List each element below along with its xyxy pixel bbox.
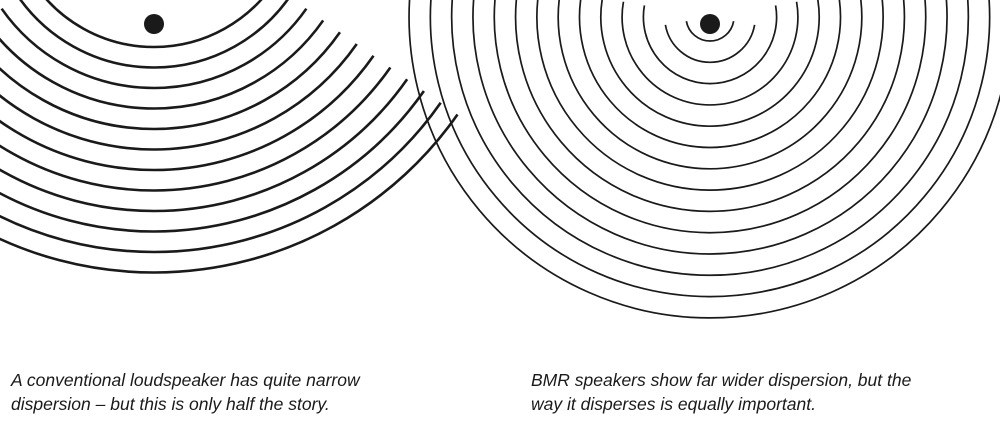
- conventional-caption-line-1: A conventional loudspeaker has quite nar…: [11, 370, 360, 390]
- bmr-wavefront-1: [685, 21, 735, 42]
- conventional-wavefront-6: [0, 43, 358, 151]
- conventional-wavefront-12: [0, 113, 459, 274]
- conventional-caption: A conventional loudspeaker has quite nar…: [11, 368, 451, 416]
- bmr-speaker-source-icon: [700, 14, 720, 34]
- bmr-wavefront-12: [450, 0, 970, 277]
- conventional-wavefront-9: [0, 78, 409, 213]
- conventional-dispersion-diagram: [0, 0, 459, 274]
- conventional-wavefront-3: [0, 7, 308, 90]
- bmr-caption: BMR speakers show far wider dispersion, …: [531, 368, 991, 416]
- conventional-wavefront-10: [0, 90, 425, 233]
- bmr-wavefront-13: [429, 0, 991, 298]
- bmr-caption-line-1: BMR speakers show far wider dispersion, …: [531, 370, 912, 390]
- bmr-wavefront-2: [664, 24, 756, 64]
- conventional-wavefront-1: [45, 0, 263, 49]
- bmr-wavefront-3: [642, 5, 778, 85]
- bmr-wavefront-6: [578, 0, 842, 149]
- bmr-dispersion-diagram: [408, 0, 1000, 319]
- bmr-wavefront-11: [472, 0, 948, 255]
- bmr-wavefront-4: [621, 1, 799, 106]
- conventional-wavefront-7: [0, 54, 375, 172]
- bmr-wavefront-10: [493, 0, 927, 234]
- bmr-wavefront-8: [536, 0, 884, 191]
- conventional-wavefront-8: [0, 66, 392, 192]
- bmr-wavefronts: [408, 0, 1000, 319]
- conventional-speaker-source-icon: [144, 14, 164, 34]
- conventional-wavefronts: [0, 0, 459, 274]
- bmr-wavefront-9: [514, 0, 906, 213]
- conventional-wavefront-5: [0, 31, 342, 131]
- conventional-wavefront-4: [0, 19, 325, 110]
- conventional-wavefront-2: [19, 0, 289, 69]
- bmr-caption-line-2: way it disperses is equally important.: [531, 394, 816, 414]
- bmr-wavefront-7: [557, 0, 863, 170]
- conventional-caption-line-2: dispersion – but this is only half the s…: [11, 394, 330, 414]
- bmr-wavefront-5: [599, 0, 821, 128]
- bmr-wavefront-14: [408, 0, 1000, 319]
- conventional-wavefront-11: [0, 102, 442, 254]
